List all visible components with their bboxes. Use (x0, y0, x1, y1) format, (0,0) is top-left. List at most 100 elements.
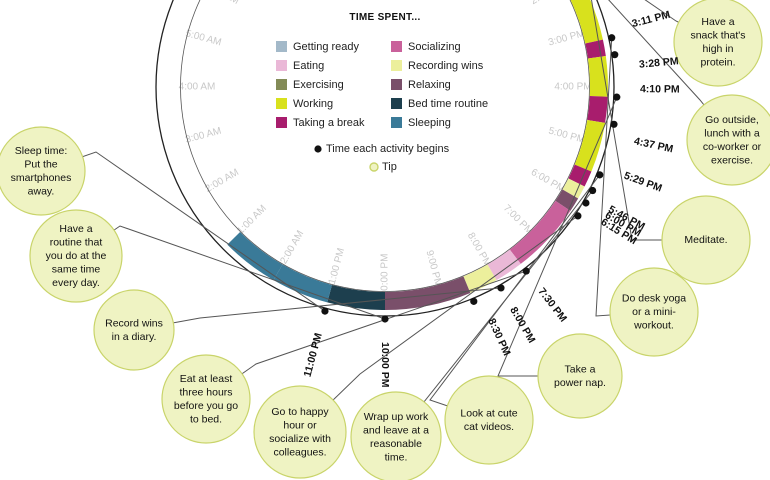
time-marker-dot (610, 120, 618, 128)
segment-sleeping (227, 231, 283, 281)
tip-bubble: Meditate. (661, 195, 751, 285)
time-marker-label: 5:29 PM (622, 170, 664, 195)
tip-text: snack that's (690, 29, 745, 41)
tip-text: three hours (179, 386, 232, 398)
tip-text: and leave at a (363, 424, 429, 436)
tip-text: away. (28, 185, 55, 197)
tip-text: Eat at least (180, 373, 233, 385)
legend-swatch-working (276, 98, 287, 109)
legend-label: Sleeping (408, 117, 451, 129)
tip-text: you do at the (46, 250, 107, 262)
hour-label: 10:00 PM (380, 254, 391, 297)
hour-label: 9:00 PM (424, 249, 444, 288)
tip-bubble: Go outside,lunch with aco-worker orexerc… (686, 94, 770, 186)
segment-working (588, 55, 608, 97)
tip-text: Do desk yoga (622, 293, 686, 305)
legend-label: Eating (293, 60, 324, 72)
time-marker-label: 3:11 PM (631, 9, 672, 30)
tip-text: hour or (283, 419, 317, 431)
legend-swatch-socializing (391, 41, 402, 52)
tip-text: workout. (633, 320, 674, 332)
hour-label: 5:00 AM (184, 28, 222, 48)
tip-text: smartphones (11, 172, 72, 184)
tip-text: protein. (700, 56, 735, 68)
time-marker-dot (613, 93, 621, 101)
tip-text: routine that (50, 237, 103, 249)
segment-relaxing (555, 189, 579, 211)
tip-circle (350, 391, 442, 480)
segment-bed-time-routine (327, 285, 385, 310)
time-marker-dot (611, 51, 619, 59)
tip-text: Put the (24, 158, 57, 170)
tip-circle (161, 354, 251, 444)
tip-text: lunch with a (704, 127, 760, 139)
time-marker-label: 4:10 PM (640, 83, 680, 95)
legend-begins-label: Time each activity begins (326, 143, 450, 155)
time-marker-dot (582, 199, 590, 207)
hour-label: 6:00 AM (204, 0, 241, 7)
tip-text: co-worker or (703, 141, 762, 153)
tip-text: Go to happy (271, 406, 329, 418)
tip-circle (253, 385, 347, 479)
legend-label: Taking a break (293, 117, 365, 129)
legend-swatch-sleeping (391, 117, 402, 128)
tip-text: Have a (59, 223, 92, 235)
hour-label: 3:00 PM (547, 28, 586, 48)
time-marker-dot (522, 267, 530, 275)
tip-text: Have a (701, 16, 734, 28)
time-marker-dot (470, 297, 478, 305)
legend-label: Recording wins (408, 60, 484, 72)
segment-sleeping (273, 264, 332, 303)
tip-text: Record wins (105, 317, 163, 329)
time-marker-dot (321, 307, 329, 315)
legend-label: Socializing (408, 41, 461, 53)
time-marker-label: 4:37 PM (633, 135, 675, 155)
tip-circle (673, 0, 763, 87)
tip-text: in a diary. (112, 331, 157, 343)
legend: TIME SPENT... Getting ready SocializingEat… (276, 12, 488, 173)
tip-text: to bed. (190, 413, 222, 425)
time-marker-dot (608, 34, 616, 42)
legend-label: Getting ready (293, 41, 360, 53)
tip-text: or a mini- (632, 306, 676, 318)
legend-title: TIME SPENT... (349, 12, 420, 23)
tip-circle (29, 209, 123, 303)
segment-recording-wins (463, 264, 497, 294)
tip-circle (609, 267, 699, 357)
legend-label: Relaxing (408, 79, 451, 91)
hour-label: 5:00 PM (547, 126, 586, 146)
tip-text: Go outside, (705, 114, 759, 126)
time-marker-label: 8:30 PM (485, 317, 512, 358)
legend-swatch-exercising (276, 79, 287, 90)
legend-swatch-recording-wins (391, 60, 402, 71)
tip-text: Look at cute (460, 407, 517, 419)
segment-taking-a-break (587, 95, 608, 123)
tip-connector (497, 96, 618, 377)
tip-bubble: Record wins in a diary. (93, 289, 175, 371)
tip-circle (661, 195, 751, 285)
legend-swatch-eating (276, 60, 287, 71)
tip-text: every day. (52, 277, 100, 289)
tip-circle (444, 375, 534, 465)
legend-tip-label: Tip (382, 161, 397, 173)
time-marker-label: 7:30 PM (535, 286, 569, 325)
hour-label: 3:00 AM (184, 126, 222, 146)
hour-label: 4:00 PM (554, 82, 591, 93)
legend-swatch-bed-time-routine (391, 98, 402, 109)
tip-text: same time (52, 264, 101, 276)
legend-begins-dot (314, 145, 322, 153)
legend-label: Exercising (293, 79, 344, 91)
tip-circle (537, 333, 623, 419)
tip-text: high in (703, 43, 734, 55)
legend-swatch-taking-a-break (276, 117, 287, 128)
